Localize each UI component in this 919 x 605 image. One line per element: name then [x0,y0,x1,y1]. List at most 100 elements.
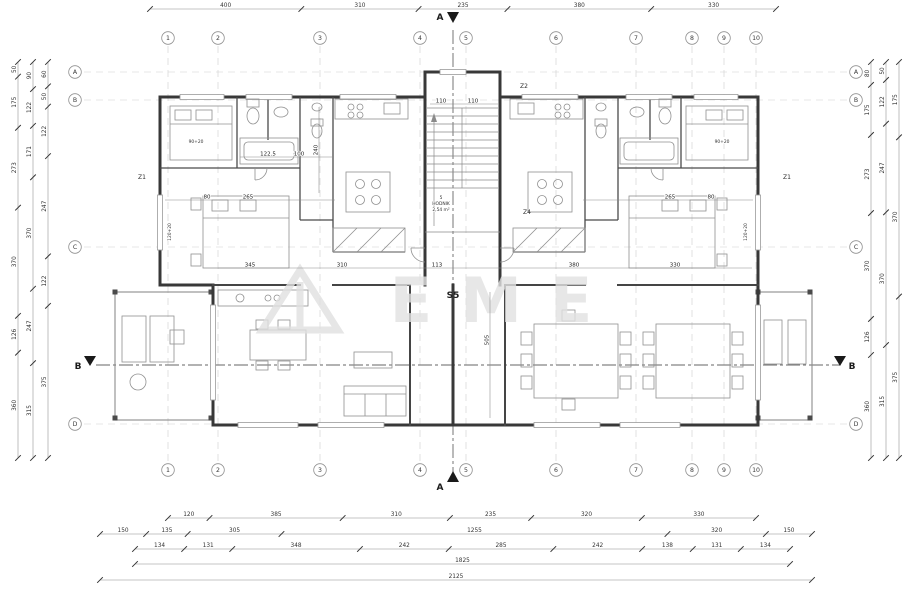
grid-bubble-label: 10 [752,35,760,42]
zone-label: Z1 [138,174,146,181]
dimension-label: 320 [581,512,592,518]
room-area: 2,54 m² [432,207,449,213]
dimension-tick [14,454,22,462]
dimension-tick [638,545,646,553]
grid-bubble-label: 5 [464,467,468,474]
grid-bubble [413,463,427,477]
dimension-label: 330 [693,512,704,518]
dimension-tick [29,85,37,93]
zone-label: Z2 [520,83,528,90]
grid-bubble-label: 4 [418,35,422,42]
dim-label: 80 [708,195,715,201]
dimension-label: 380 [574,3,585,9]
dimension-label: 273 [865,168,871,179]
interior-dim-lines [165,103,753,418]
dimension-tick [29,454,37,462]
section-label-a-bottom: A [437,483,444,493]
watermark-logo [255,263,345,334]
dimension-tick [44,152,52,160]
dimension-tick [44,103,52,110]
dimension-tick [895,454,903,462]
dimension-tick [752,514,760,522]
dim-label: 90+20 [189,139,204,145]
grid-bubble [161,463,175,477]
dimension-tick [445,545,452,553]
dim-label: 505 [485,334,491,345]
dimension-tick [29,174,37,181]
dimension-tick [867,315,875,323]
dimension-label: 175 [12,96,18,107]
dim-label: 240 [314,144,320,155]
dimension-tick [648,5,655,13]
dimension-label: 126 [12,328,18,339]
dimension-tick [278,530,285,538]
dimension-tick [895,58,903,66]
dimension-label: 122 [880,96,886,107]
dimension-label: 50 [12,65,18,73]
grid-bubble-label: B [854,97,858,104]
grid-bubble [68,240,82,254]
dim-label: 122.5 [260,152,276,158]
zone-label: Z1 [783,174,791,181]
grid-bubble-label: 3 [318,35,322,42]
dimension-label: 247 [42,200,48,211]
grid-bubble-label: 2 [216,35,220,42]
dimension-label: 242 [399,543,410,549]
dimension-tick [29,285,37,292]
dimension-tick [44,302,52,310]
room-number: 5 [440,195,443,201]
grid-bubble-label: 2 [216,467,220,474]
grid-bubble [685,463,699,477]
grid-bubble-label: 1 [166,467,170,474]
dimension-tick [356,545,364,553]
grid-bubble [717,31,731,45]
dimension-label: 320 [711,528,722,534]
dimension-tick [44,58,52,66]
dimension-label: 122 [27,102,33,113]
dim-label: 310 [337,263,348,269]
grid-bubble [717,463,731,477]
dimension-label: 370 [865,260,871,271]
dimension-tick [882,58,890,66]
dimension-label: 134 [154,543,165,549]
dimension-label: 348 [291,543,302,549]
dim-label: 113 [432,263,443,269]
dimension-tick [689,545,696,553]
dimension-tick [14,124,22,131]
dimension-tick [808,576,816,584]
grid-bubble-label: B [73,97,77,104]
room-name: HODNIK [432,201,450,207]
dim-label: 120+20 [743,223,749,241]
dimension-label: 60 [42,70,48,78]
dimension-tick [867,131,875,139]
dimension-label: 131 [711,543,722,549]
dimension-label: 150 [783,528,794,534]
grid-bubble-label: 9 [722,467,726,474]
dimension-tick [14,58,22,66]
dim-label: 120+20 [167,223,173,241]
grid-bubble [211,31,225,45]
dimension-tick [131,545,139,553]
grid-bubble-label: 10 [752,467,760,474]
dimension-label: 122 [42,275,48,286]
staircase [410,107,515,263]
section-markers: A A B B [75,12,856,493]
grid-bubble [629,463,643,477]
dimension-tick [14,349,22,356]
grid-bubble-label: 7 [634,467,638,474]
grid-bubble [459,31,473,45]
dimension-label: 235 [457,3,468,9]
dimension-tick [14,73,22,80]
grid-bubble [211,463,225,477]
grid-bubble [313,463,327,477]
dimension-tick [895,293,903,300]
dimension-label: 385 [271,512,282,518]
dimension-tick [14,312,22,320]
dimension-label: 80 [865,69,871,77]
dimension-label: 310 [354,3,365,9]
grid-bubble [849,65,863,79]
watermark: EME [255,263,592,337]
dimension-tick [142,530,150,538]
